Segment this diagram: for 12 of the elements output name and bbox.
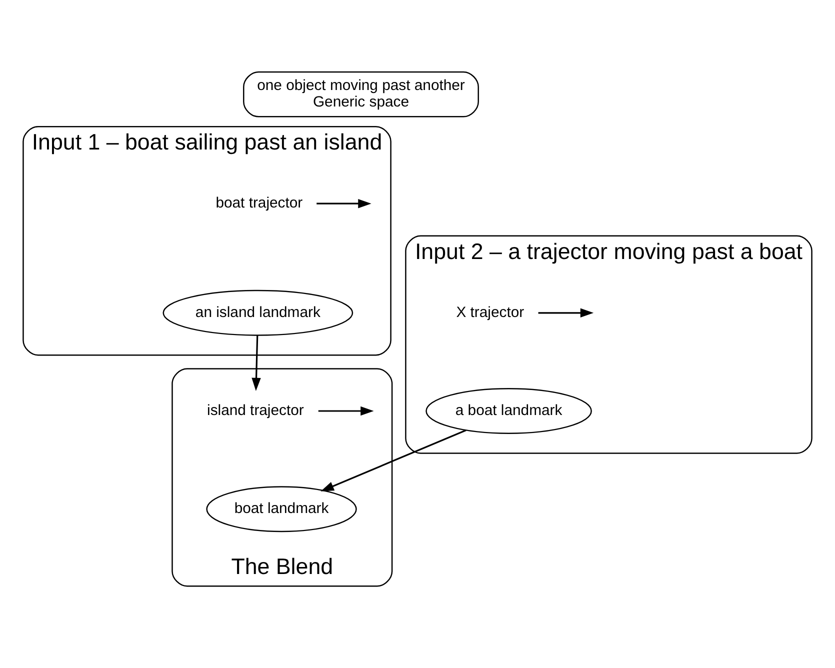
arrow (538, 308, 594, 318)
arrow (318, 406, 374, 416)
node-box: one object moving past another Generic space (243, 71, 479, 118)
arrow (316, 198, 372, 208)
arrow (320, 429, 466, 492)
node-text: X trajector (456, 304, 524, 321)
arrow (252, 335, 261, 392)
node-text: boat trajector (216, 195, 303, 212)
node-ellipse: an island landmark (162, 290, 354, 336)
node-ellipse: a boat landmark (426, 388, 592, 434)
node-ellipse: boat landmark (206, 486, 357, 532)
node-text: island trajector (207, 402, 304, 419)
